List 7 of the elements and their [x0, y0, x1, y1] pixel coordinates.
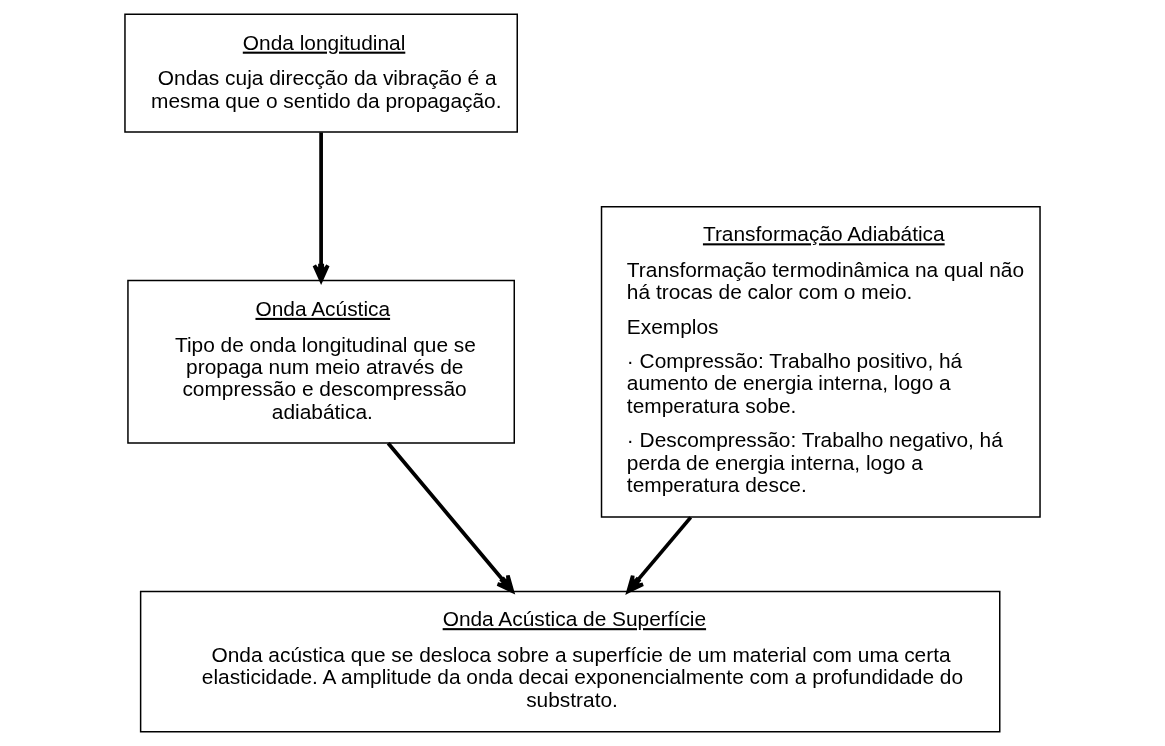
- arrow: [386, 442, 515, 593]
- arrow: [626, 516, 693, 594]
- node-box: Onda Acústica de Superfície Onda acústica que se desloca sobre a superfície de um material com uma certa elasticidade. A amplitude da onda decai exponencialmente com a profundidade do substrato.: [139, 590, 1001, 733]
- node-box: Onda longitudinal Ondas cuja direcção da vibração é a mesma que o sentido da propagação.: [124, 13, 518, 133]
- node-box: Transformação Adiabática Transformação termodinâmica na qual não há trocas de calor com o meio. Exemplos · Compressão: Trabalho positivo, há aumento de energia interna, logo a temperatura sobe. · Descompressão: Trabalho negativo, há perda de energia interna, logo a temperatura desce.: [600, 205, 1041, 518]
- node-box: Onda Acústica Tipo de onda longitudinal que se propaga num meio através de compressão e descompressão adiabática.: [127, 279, 515, 444]
- arrow: [312, 132, 330, 283]
